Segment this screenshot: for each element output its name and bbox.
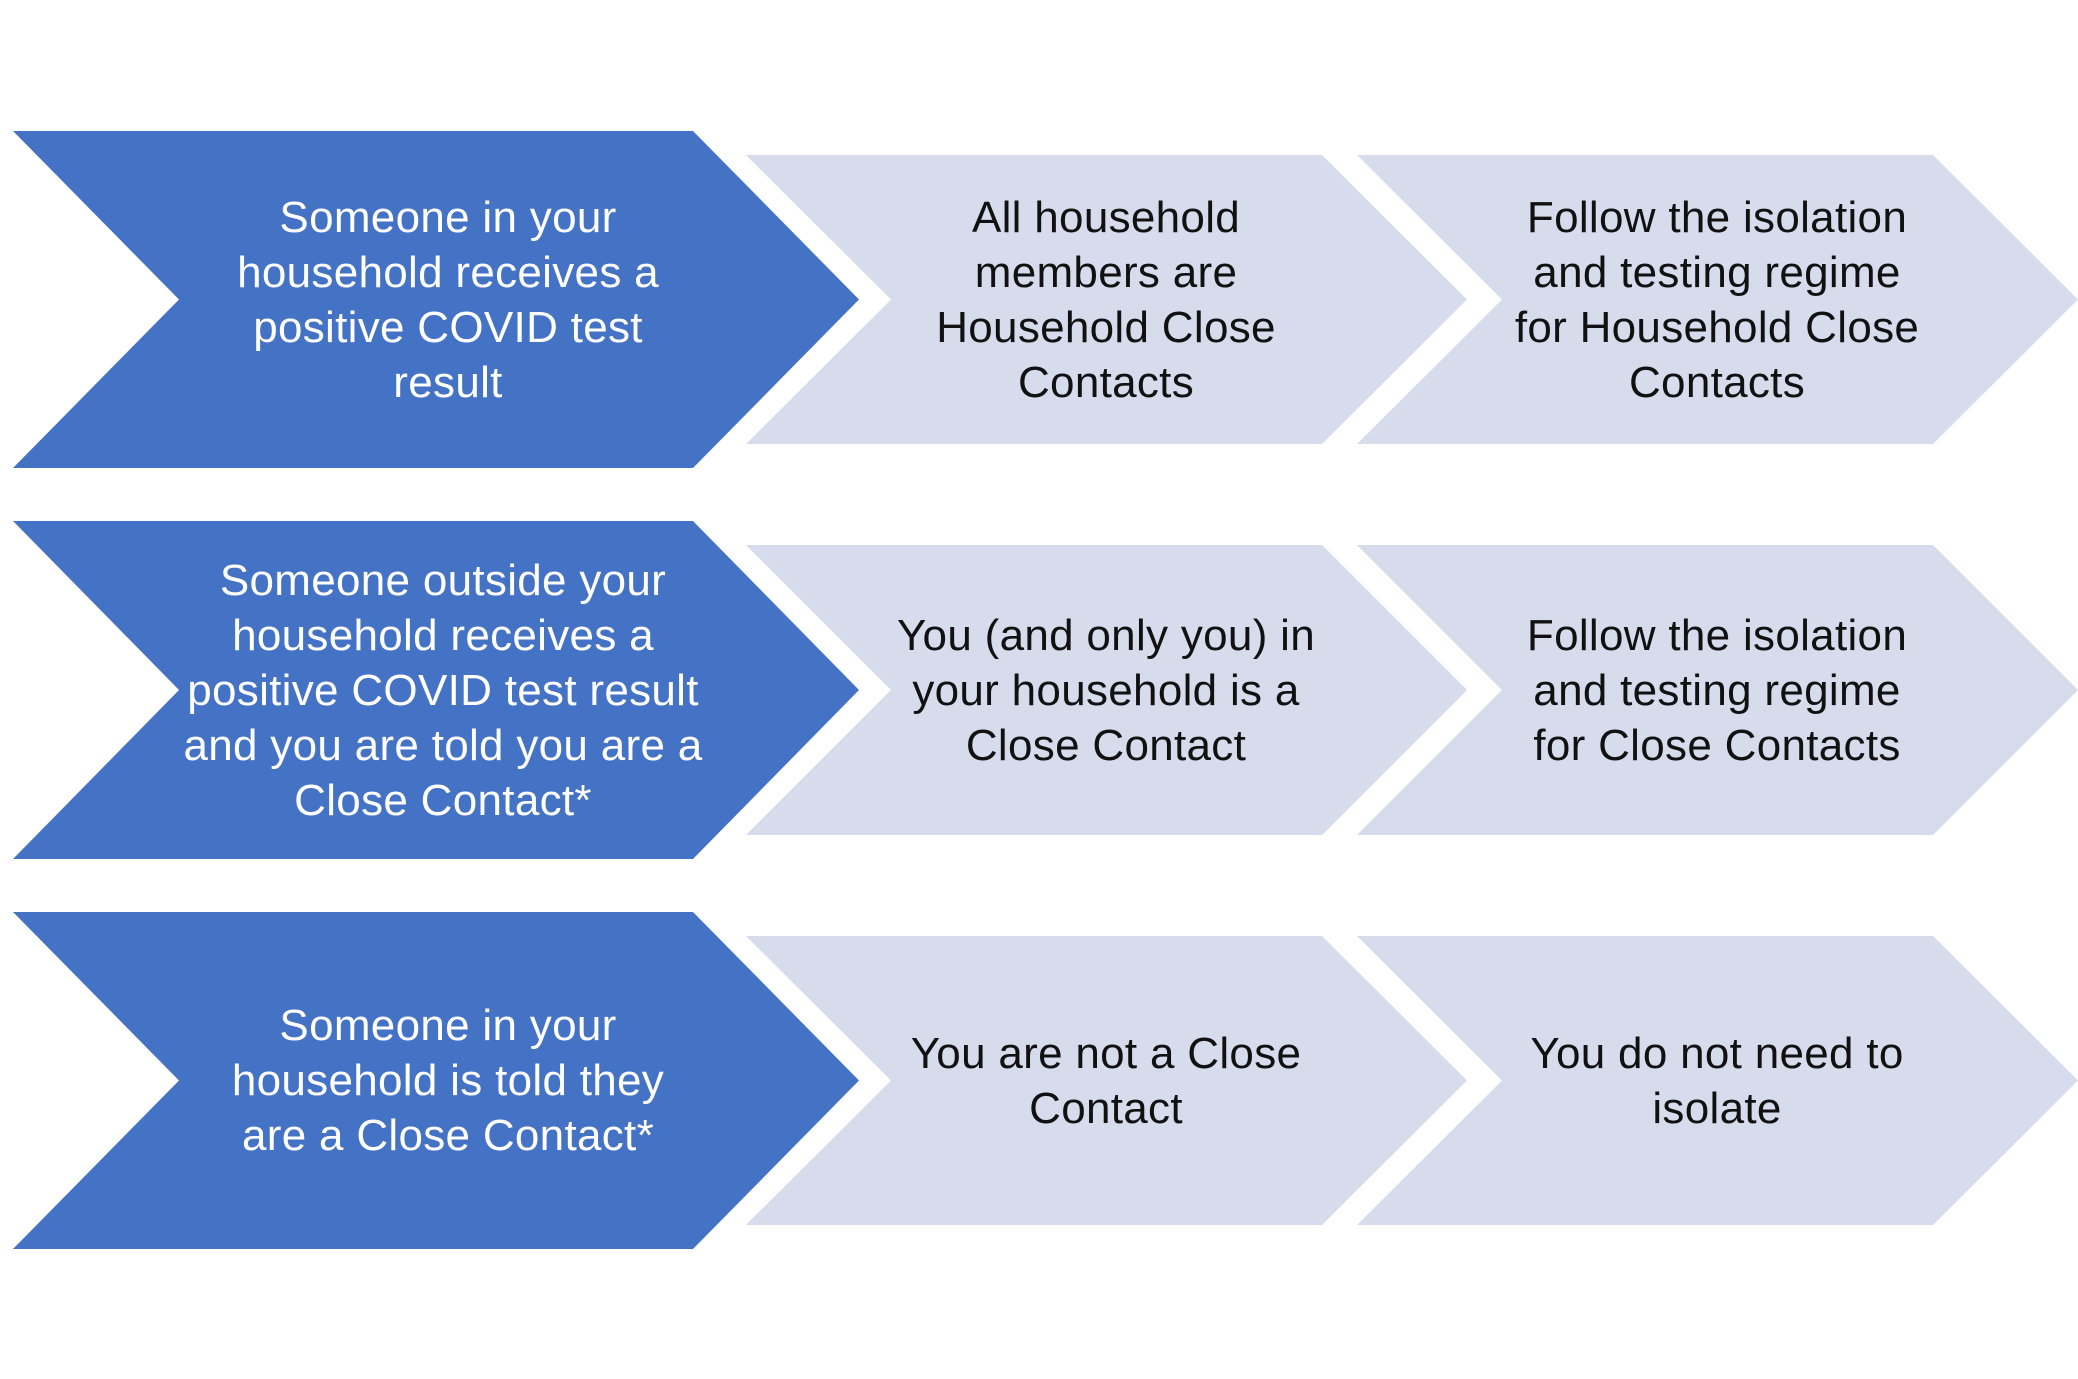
row2-outcome-text: You (and only you) in your household is … <box>896 610 1316 770</box>
chevron-shape <box>746 936 1467 1225</box>
row2-action-text: Follow the isolation and testing regime … <box>1526 610 1908 770</box>
chevron-shape <box>746 545 1467 835</box>
row1-outcome-chevron: All household members are Household Clos… <box>746 155 1467 444</box>
row3-action-chevron: You do not need to isolate <box>1357 936 2078 1225</box>
row1-outcome-text: All household members are Household Clos… <box>936 192 1276 407</box>
chevron-shape <box>1357 936 2078 1225</box>
chevron-shape <box>1357 155 2078 444</box>
row2-trigger-chevron: Someone outside your household receives … <box>13 521 859 859</box>
chevron-shape <box>13 521 859 859</box>
row3-action-text: You do not need to isolate <box>1530 1028 1904 1133</box>
row2-trigger-text: Someone outside your household receives … <box>183 555 703 825</box>
row3-outcome-text: You are not a Close Contact <box>910 1028 1302 1133</box>
row3-trigger-text: Someone in your household is told they a… <box>231 1001 665 1160</box>
row1-action-text: Follow the isolation and testing regime … <box>1514 192 1920 407</box>
row1-action-chevron: Follow the isolation and testing regime … <box>1357 155 2078 444</box>
row2-action-chevron: Follow the isolation and testing regime … <box>1357 545 2078 835</box>
row3-trigger-chevron: Someone in your household is told they a… <box>13 912 859 1249</box>
chevron-shape <box>1357 545 2078 835</box>
chevron-shape <box>13 912 859 1249</box>
chevron-shape <box>13 131 859 468</box>
row3-outcome-chevron: You are not a Close Contact <box>746 936 1467 1225</box>
row1-trigger-chevron: Someone in your household receives a pos… <box>13 131 859 468</box>
chevron-shape <box>746 155 1467 444</box>
row2-outcome-chevron: You (and only you) in your household is … <box>746 545 1467 835</box>
row1-trigger-text: Someone in your household receives a pos… <box>237 192 659 407</box>
